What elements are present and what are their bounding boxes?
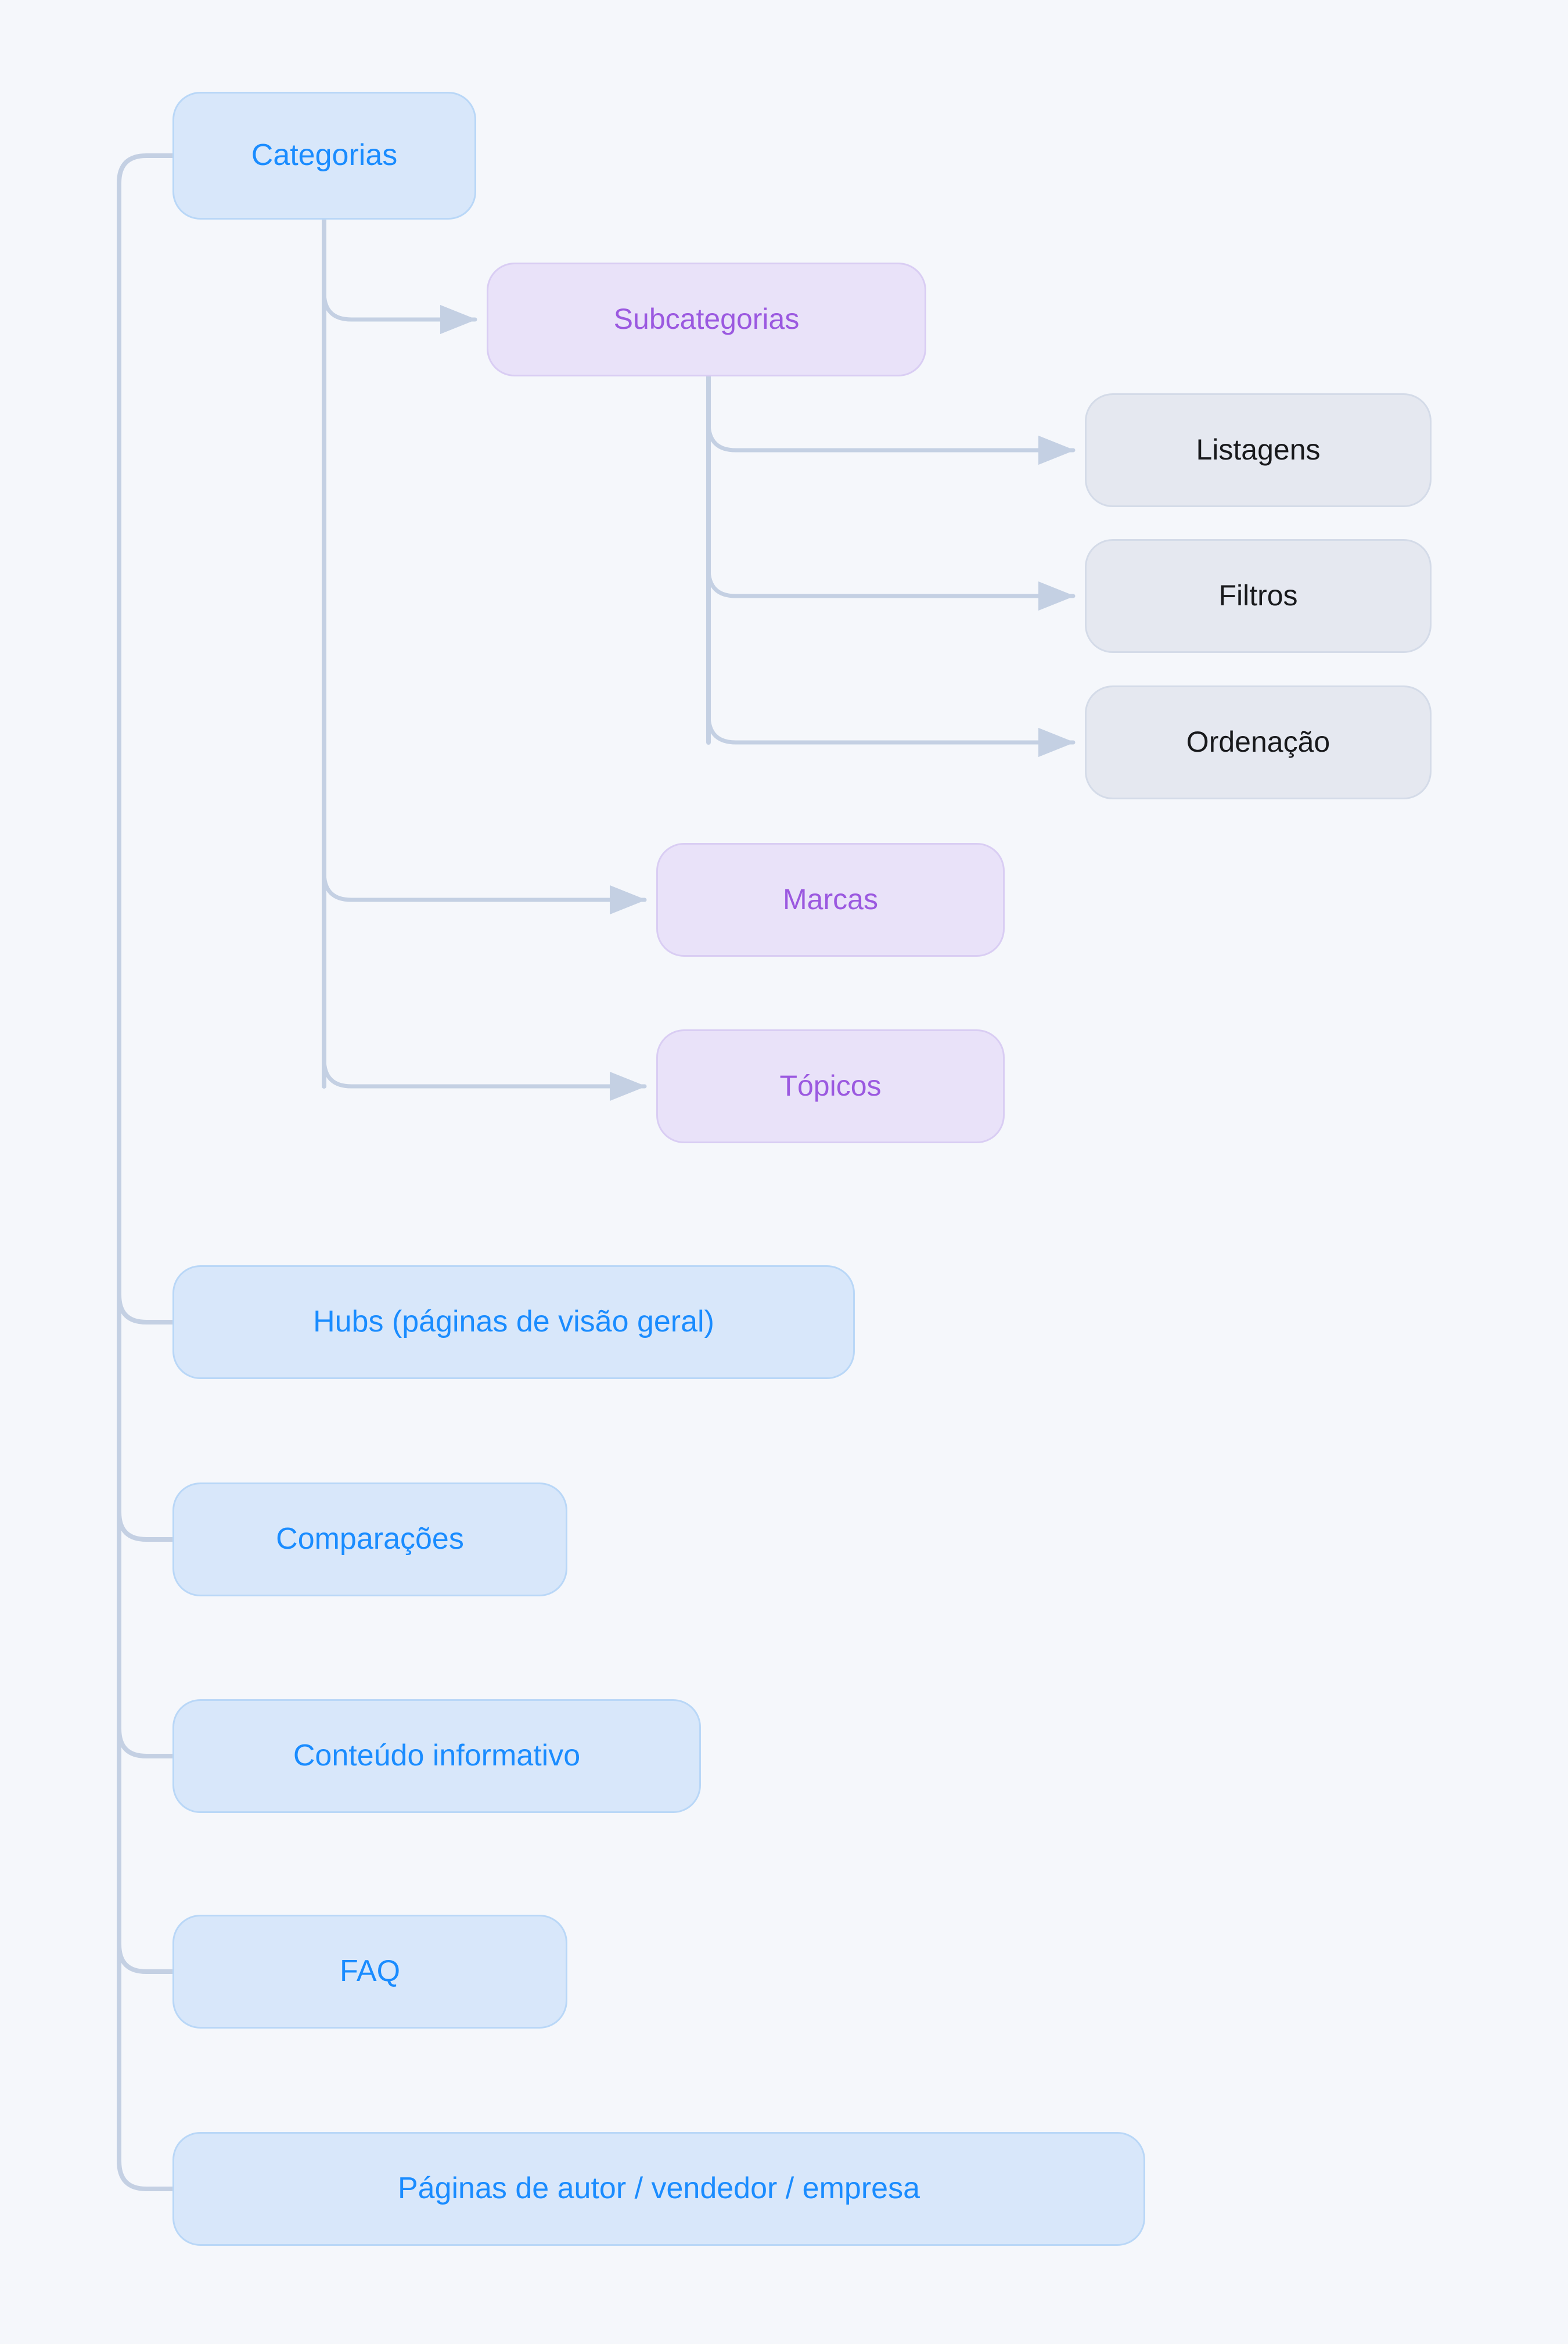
node-categorias-label: Categorias <box>251 138 398 173</box>
edge-trunk-left <box>117 153 175 2191</box>
node-ordenacao-label: Ordenação <box>1186 726 1330 759</box>
node-subcategorias[interactable]: Subcategorias <box>487 263 926 376</box>
node-marcas[interactable]: Marcas <box>656 843 1005 957</box>
node-ordenacao[interactable]: Ordenação <box>1085 685 1432 799</box>
node-listagens[interactable]: Listagens <box>1085 393 1432 507</box>
node-filtros[interactable]: Filtros <box>1085 539 1432 653</box>
node-hubs[interactable]: Hubs (páginas de visão geral) <box>172 1265 855 1379</box>
node-paginas-autor-vendedor-empresa[interactable]: Páginas de autor / vendedor / empresa <box>172 2132 1145 2246</box>
node-marcas-label: Marcas <box>783 883 878 916</box>
edge-categorias-topicos <box>322 1057 647 1101</box>
node-subcategorias-label: Subcategorias <box>613 303 800 336</box>
node-comparacoes[interactable]: Comparações <box>172 1483 567 1596</box>
edge-categorias-hubs <box>117 1293 175 1324</box>
node-conteudo-informativo-label: Conteúdo informativo <box>293 1739 581 1773</box>
node-listagens-label: Listagens <box>1196 433 1321 466</box>
node-topicos-label: Tópicos <box>779 1069 882 1103</box>
node-faq-label: FAQ <box>339 1954 401 1988</box>
edge-subcategorias-listagens <box>706 421 1076 465</box>
edge-categorias-faq <box>117 1942 175 1974</box>
edge-subcategorias-filtros <box>706 566 1076 611</box>
edge-categorias-marcas <box>322 870 647 915</box>
node-hubs-label: Hubs (páginas de visão geral) <box>313 1305 714 1339</box>
node-conteudo-informativo[interactable]: Conteúdo informativo <box>172 1699 701 1813</box>
node-categorias[interactable]: Categorias <box>172 92 476 220</box>
node-filtros-label: Filtros <box>1218 579 1298 612</box>
edge-subcategorias-ordenacao <box>706 713 1076 758</box>
edge-categorias-comparacoes <box>117 1510 175 1542</box>
node-faq[interactable]: FAQ <box>172 1915 567 2029</box>
node-topicos[interactable]: Tópicos <box>656 1029 1005 1143</box>
node-paginas-autor-vendedor-empresa-label: Páginas de autor / vendedor / empresa <box>397 2171 920 2206</box>
edge-categorias-conteudo <box>117 1726 175 1758</box>
edge-categorias-subcategorias <box>322 290 477 335</box>
node-comparacoes-label: Comparações <box>276 1522 464 1556</box>
